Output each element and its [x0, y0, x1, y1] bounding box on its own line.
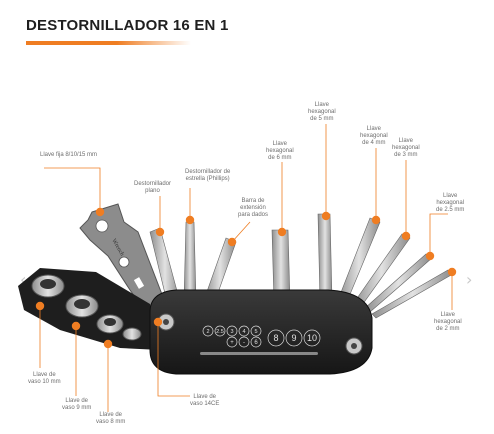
callout-dot-13	[153, 317, 163, 327]
size-mark-1-ring	[214, 325, 226, 337]
page-title: DESTORNILLADOR 16 EN 1	[26, 17, 229, 34]
size-markings: 2 2.5 3 4 5 + - 6 8 9 10	[202, 325, 321, 348]
hex-5mm-blade	[317, 213, 333, 301]
callout-dot-6	[371, 215, 381, 225]
label-hex-25: Llave hexagonal de 2.5 mm	[436, 193, 465, 213]
size-mark-b1: -	[243, 340, 245, 346]
size-mark-b2: 6	[254, 340, 258, 346]
label-hex-2: Llave hexagonal de 2 mm	[434, 312, 462, 332]
label-hex-4: Llave hexagonal de 4 mm	[360, 126, 388, 146]
size-mark-l1: 9	[291, 333, 296, 343]
label-vaso-9: Llave de vaso 9 mm	[62, 398, 92, 411]
size-mark-2-ring	[226, 325, 238, 337]
sockets	[18, 268, 160, 350]
hex-4mm-blade	[337, 217, 381, 305]
callout-dot-1	[155, 227, 165, 237]
callout-dot-8	[425, 251, 435, 261]
callout-dot-9	[447, 267, 457, 277]
callout-dot-2	[185, 215, 195, 225]
label-vaso-14: Llave de vaso 14CE	[190, 394, 220, 407]
chevron-right-icon[interactable]: ›	[466, 270, 473, 289]
size-mark-0-ring	[202, 325, 214, 337]
socket-9mm	[65, 294, 99, 318]
size-mark-0: 2	[206, 329, 209, 335]
size-mark-l0-ring	[267, 329, 285, 347]
wrench-plate: Wrench	[79, 203, 169, 319]
size-mark-1: 2.5	[216, 329, 224, 335]
size-mark-l2-ring	[303, 329, 321, 347]
socket-8mm	[96, 314, 124, 334]
label-barra-extension: Barra de extensión para dados	[238, 198, 269, 218]
socket-14	[122, 327, 142, 341]
handle-body: 2 2.5 3 4 5 + - 6 8 9 10	[149, 289, 373, 375]
size-mark-2: 3	[230, 329, 233, 335]
label-vaso-10: Llave de vaso 10 mm	[28, 372, 61, 385]
size-mark-l0: 8	[273, 333, 278, 343]
label-destornillador-estrella: Destornillador de estrella (Phillips)	[185, 169, 231, 182]
callout-dot-12	[103, 339, 113, 349]
label-hex-5: Llave hexagonal de 5 mm	[308, 102, 336, 122]
size-mark-l2: 10	[307, 333, 317, 343]
callout-dot-0	[95, 207, 105, 217]
chevron-left-icon[interactable]: ‹	[20, 270, 27, 289]
size-mark-3-ring	[238, 325, 250, 337]
size-mark-4-ring	[250, 325, 262, 337]
label-destornillador-plano: Destornillador plano	[134, 181, 172, 194]
callout-lines	[39, 124, 453, 412]
callout-dot-3	[227, 237, 237, 247]
callout-dot-11	[71, 321, 81, 331]
label-llave-fija: Llave fija 8/10/15 mm	[40, 152, 98, 158]
phillips-screwdriver-blade	[183, 221, 197, 301]
callout-dots	[35, 207, 457, 349]
size-mark-l1-ring	[285, 329, 303, 347]
size-mark-b0-ring	[226, 336, 238, 348]
size-mark-b2-ring	[250, 336, 262, 348]
label-hex-3: Llave hexagonal de 3 mm	[392, 138, 420, 158]
blades	[149, 213, 454, 319]
callout-dot-5	[321, 211, 331, 221]
callout-dot-4	[277, 227, 287, 237]
handle-groove	[200, 352, 318, 355]
callout-dot-7	[401, 231, 411, 241]
label-vaso-8: Llave de vaso 8 mm	[96, 412, 126, 425]
socket-10mm	[31, 274, 65, 298]
size-mark-b0: +	[230, 340, 234, 346]
size-mark-4: 5	[254, 329, 257, 335]
size-mark-b1-ring	[238, 336, 250, 348]
title-underline	[26, 41, 191, 45]
label-hex-6: Llave hexagonal de 6 mm	[266, 141, 294, 161]
callout-dot-10	[35, 301, 45, 311]
size-mark-3: 4	[242, 329, 245, 335]
